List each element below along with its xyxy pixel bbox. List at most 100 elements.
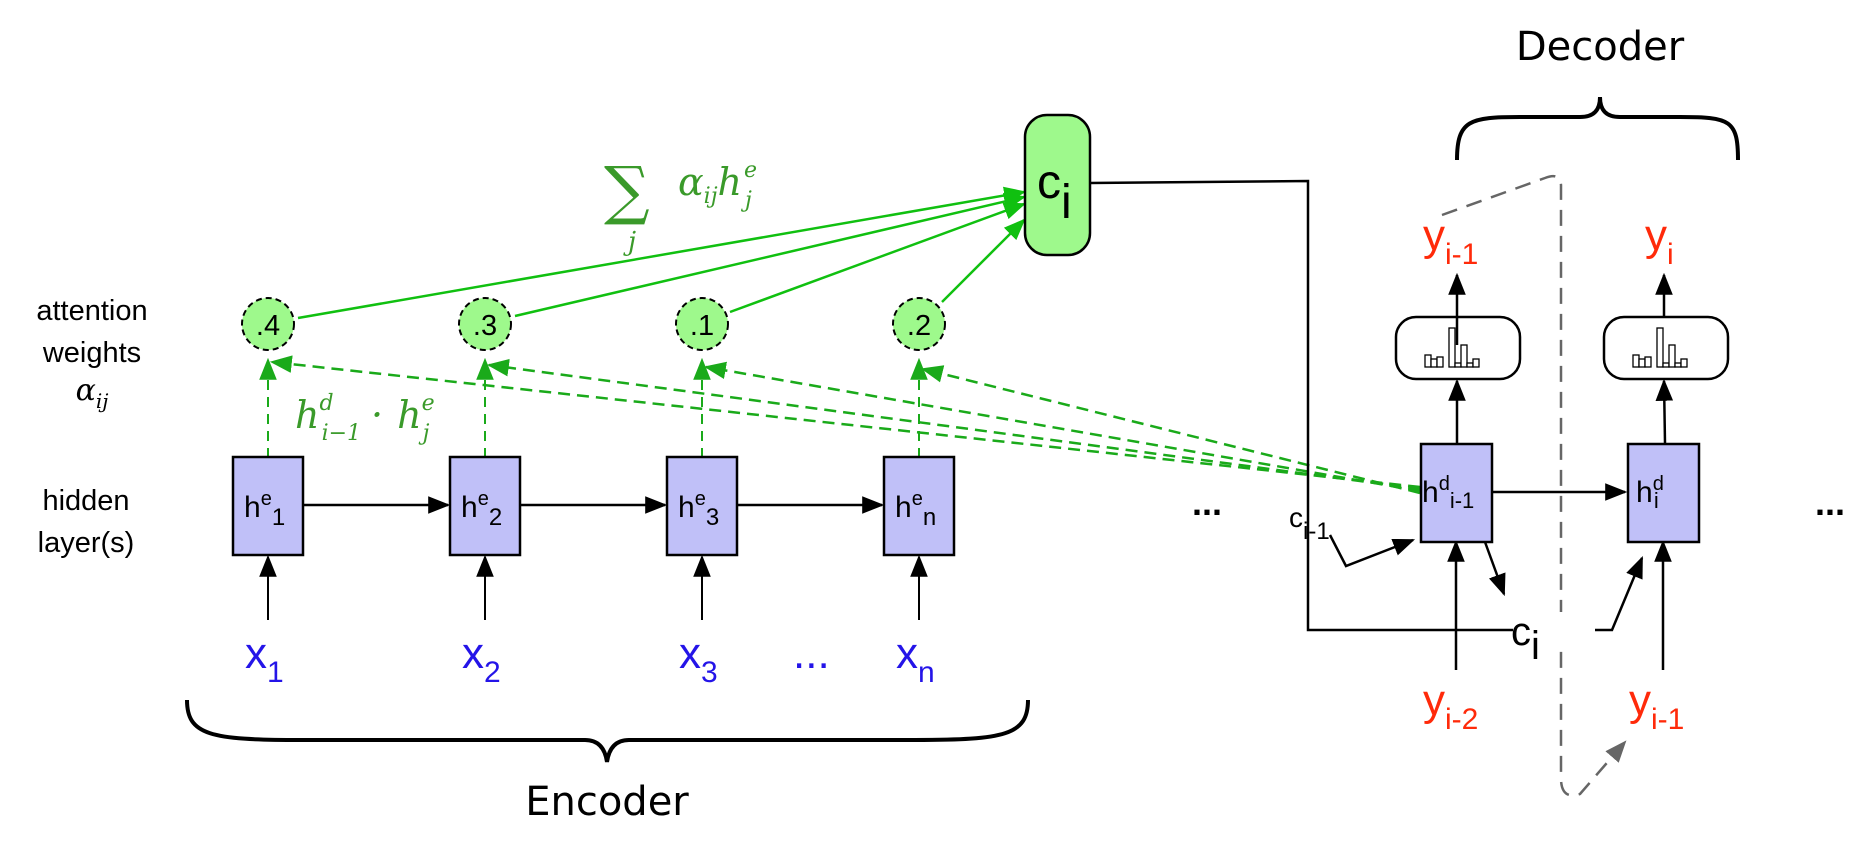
- hidden-label-line2: layer(s): [38, 527, 135, 559]
- encoder-to-weight-lines: [259, 357, 928, 458]
- c-base: c: [1289, 502, 1303, 533]
- input-yi-2: yi-2: [1423, 676, 1478, 736]
- decoder-arrows: [1328, 272, 1674, 670]
- sum-index: j: [623, 227, 636, 257]
- x-base: x: [245, 629, 267, 678]
- h-sup: d: [1439, 473, 1450, 495]
- attention-weight-value: .4: [256, 310, 280, 342]
- histogram-icon: [1424, 327, 1480, 368]
- hd-to-ci-arrow: [1483, 541, 1506, 597]
- context-to-hdi-line: [1595, 555, 1644, 632]
- decoder-brace: [1455, 96, 1740, 161]
- input-xn: xn: [896, 629, 935, 689]
- ctx-line-2: [514, 192, 1027, 318]
- attention-weight-3: .1: [675, 297, 729, 351]
- context-label: ci: [1037, 156, 1072, 229]
- encoder-input-arrows: [259, 554, 928, 620]
- alpha-sub: ij: [96, 389, 109, 413]
- attention-weight-value: .2: [907, 310, 931, 342]
- alpha-ij-symbol: αij: [76, 373, 109, 413]
- decoder-ci-prev-label: ci-1: [1289, 502, 1330, 545]
- y-base: y: [1423, 676, 1445, 725]
- attention-weight-2: .3: [458, 297, 512, 351]
- weight-to-context-lines: [297, 186, 1027, 320]
- sum-symbol: ∑: [604, 154, 650, 228]
- decoder-ellipsis-right: ...: [1815, 482, 1845, 523]
- h-sub: i: [1654, 488, 1659, 513]
- h-sup: d: [1653, 473, 1664, 495]
- score-line-3: [703, 361, 1421, 493]
- h-sub: i-1: [1450, 488, 1474, 513]
- encoder-inputs: x1 x2 x3 ... xn: [245, 629, 935, 689]
- attention-weight-circles: .4 .3 .1 .2: [241, 297, 946, 351]
- h-sub: n: [923, 504, 936, 531]
- histogram-icon: [1632, 327, 1688, 368]
- dot-h2-sup: e: [422, 391, 435, 416]
- sum-h: h: [718, 160, 742, 204]
- context-route-line: [1089, 179, 1513, 632]
- attention-label-line1: attention: [36, 295, 147, 327]
- decoder-ci-label: ci: [1511, 610, 1540, 668]
- h-base: h: [678, 491, 695, 524]
- encoder-hidden-1: he1: [231, 455, 305, 557]
- h-sub: 3: [706, 504, 719, 531]
- encoder-title: Encoder: [525, 779, 689, 825]
- attention-weight-value: .3: [473, 310, 497, 342]
- x-sub: n: [918, 656, 935, 689]
- encoder-hidden-label: he3: [678, 488, 719, 531]
- h-base: h: [1636, 476, 1653, 509]
- hd2-to-softmax-arrow: [1655, 378, 1674, 444]
- x-base: x: [679, 629, 701, 678]
- encoder-hidden-3: he3: [665, 455, 739, 557]
- h-sup: e: [261, 488, 272, 510]
- decoder-title: Decoder: [1516, 24, 1685, 70]
- h-base: h: [461, 491, 478, 524]
- c-base: c: [1511, 610, 1531, 654]
- dot-h2: h: [397, 393, 421, 437]
- y-base: y: [1629, 676, 1651, 725]
- sum-alpha-sub: ij: [704, 184, 718, 209]
- attention-weight-1: .4: [241, 297, 295, 351]
- h-sup: e: [695, 488, 706, 510]
- input-x2: x2: [462, 629, 501, 689]
- attention-score-lines: [269, 355, 1421, 495]
- attention-label-line2: weights: [42, 337, 141, 369]
- context-sub: i: [1061, 176, 1072, 229]
- encoder-hidden-label: he2: [461, 488, 502, 531]
- c-sub: i-1: [1303, 518, 1330, 545]
- x-sub: 2: [484, 656, 501, 689]
- output-yi: yi: [1645, 211, 1674, 271]
- input-ellipsis: ...: [793, 629, 830, 678]
- sum-alpha: α: [678, 160, 704, 204]
- h-base: h: [1422, 476, 1439, 509]
- encoder-brace: [185, 699, 1030, 763]
- dot-h1-sub: i−1: [322, 421, 361, 446]
- ci-label-bg: [1513, 612, 1573, 642]
- h-sup: e: [478, 488, 489, 510]
- decoder-hidden-label: hdi-1: [1422, 473, 1474, 513]
- output-yi-1: yi-1: [1423, 211, 1478, 271]
- y-sub: i-1: [1651, 703, 1684, 736]
- x-base: x: [896, 629, 918, 678]
- ci-prev-arrow: [1328, 534, 1416, 568]
- ctx-line-1: [297, 186, 1027, 320]
- x-sub: 1: [267, 656, 284, 689]
- h-base: h: [895, 491, 912, 524]
- y-sub: i: [1667, 238, 1674, 271]
- dot-h1-sup: d: [319, 391, 333, 416]
- decoder-hidden-prev: hdi-1: [1419, 442, 1494, 544]
- dot-sep: ·: [371, 393, 383, 437]
- context-vector: ci: [1023, 113, 1092, 257]
- y-base: y: [1645, 211, 1667, 260]
- encoder-hidden-label: hen: [895, 488, 936, 531]
- input-x3: x3: [679, 629, 718, 689]
- sum-h-sup: e: [744, 158, 757, 183]
- x-sub: 3: [701, 656, 718, 689]
- input-yi-1: yi-1: [1629, 676, 1684, 736]
